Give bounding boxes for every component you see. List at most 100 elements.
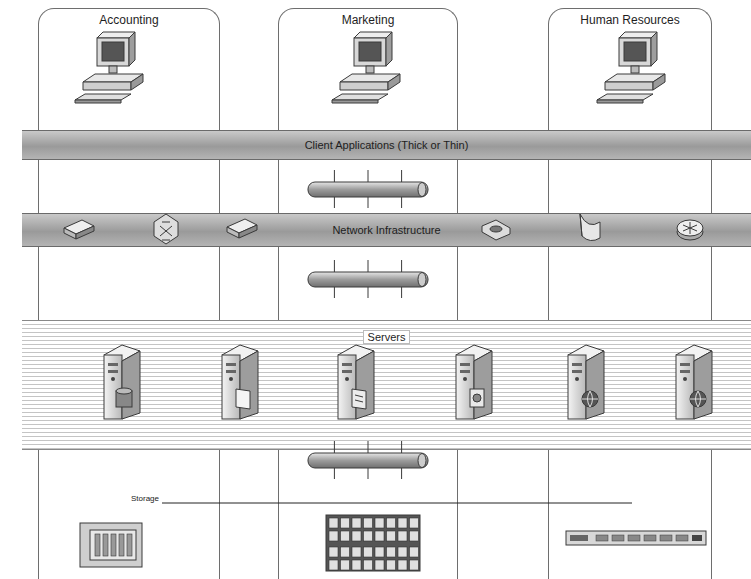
workstation-icon xyxy=(332,94,388,100)
tape-library-icon xyxy=(90,530,136,560)
server-icon xyxy=(690,391,706,407)
server-icon xyxy=(226,370,236,373)
server-icon xyxy=(473,394,481,402)
modem-icon xyxy=(482,220,510,240)
disk-array-icon xyxy=(410,547,419,557)
disk-array-icon xyxy=(352,547,361,557)
workstation-icon xyxy=(605,82,653,90)
disk-array-icon xyxy=(410,518,419,528)
server-icon xyxy=(345,377,349,381)
server-icon xyxy=(470,389,484,407)
workstation-icon xyxy=(388,74,400,90)
modem-icon xyxy=(482,220,510,240)
router-icon xyxy=(683,222,697,234)
router-icon xyxy=(677,220,703,240)
workstation-icon xyxy=(129,32,135,66)
disk-array-icon xyxy=(364,547,373,557)
node-heading: Marketing xyxy=(279,9,457,27)
server-icon xyxy=(108,370,118,373)
node-heading: Human Resources xyxy=(549,9,711,27)
disk-array-icon xyxy=(375,531,384,541)
disk-array-icon xyxy=(341,531,350,541)
disk-array-icon xyxy=(375,560,384,570)
server-icon xyxy=(582,391,598,407)
disk-array-icon xyxy=(375,547,384,557)
tape-library-icon xyxy=(111,534,116,556)
disk-array-icon xyxy=(387,531,396,541)
network-bus xyxy=(308,272,428,287)
workstation-icon xyxy=(366,66,374,73)
disk-array-icon xyxy=(326,515,420,571)
server-icon xyxy=(460,363,470,366)
hub-icon xyxy=(227,219,257,238)
hub-icon xyxy=(64,220,94,239)
server-icon xyxy=(586,351,604,419)
disk-array-icon xyxy=(375,518,384,528)
server-icon xyxy=(229,377,233,381)
rack-storage-icon xyxy=(566,531,706,545)
disk-array-icon xyxy=(398,531,407,541)
server-icon xyxy=(352,389,366,409)
server-icon xyxy=(572,363,582,366)
server-icon xyxy=(690,391,706,407)
disk-array-icon xyxy=(329,531,338,541)
firewall-icon xyxy=(580,214,600,241)
node-heading: Network Infrastructure xyxy=(22,214,751,236)
hub-icon xyxy=(76,226,94,239)
firewall-icon xyxy=(580,214,600,241)
tape-library-icon xyxy=(127,534,132,556)
server-icon xyxy=(575,377,579,381)
disk-array-icon xyxy=(352,560,361,570)
rack-storage-icon xyxy=(596,535,608,541)
disk-array-icon xyxy=(329,547,338,557)
workstation-icon xyxy=(97,38,129,66)
hub-icon xyxy=(227,227,239,238)
workstation-icon xyxy=(619,38,651,66)
rack-storage-icon xyxy=(644,535,656,541)
server-icon xyxy=(104,345,140,419)
server-icon xyxy=(582,391,598,407)
server-icon xyxy=(342,370,352,373)
rack-storage-icon xyxy=(570,535,588,541)
server-icon xyxy=(568,345,604,419)
server-icon xyxy=(683,377,687,381)
workstation-icon xyxy=(332,32,400,103)
server-icon xyxy=(222,355,240,419)
network-bus xyxy=(418,454,426,468)
server-icon xyxy=(463,377,467,381)
disk-array-icon xyxy=(398,560,407,570)
workstation-icon xyxy=(597,32,665,103)
disk-array-icon xyxy=(341,560,350,570)
disk-array-icon xyxy=(387,547,396,557)
server-icon xyxy=(690,391,706,407)
disk-array-icon xyxy=(364,560,373,570)
disk-array-icon xyxy=(341,518,350,528)
disk-array-icon xyxy=(341,547,350,557)
server-icon xyxy=(355,395,363,402)
server-icon xyxy=(222,345,258,419)
workstation-icon xyxy=(83,82,131,90)
network-bus xyxy=(308,441,428,479)
network-bus xyxy=(308,453,428,468)
server-icon xyxy=(104,355,122,419)
workstation-icon xyxy=(332,100,378,103)
server-icon xyxy=(342,363,352,366)
server-icon xyxy=(226,363,236,366)
server-icon xyxy=(680,370,690,373)
server-icon xyxy=(676,355,694,419)
workstation-icon xyxy=(651,32,657,66)
tape-library-icon xyxy=(119,534,124,556)
hub-icon xyxy=(64,228,76,239)
disk-array-icon xyxy=(410,531,419,541)
node-heading: Client Applications (Thick or Thin) xyxy=(22,131,751,151)
disk-array-icon xyxy=(329,560,338,570)
workstation-icon xyxy=(624,42,646,61)
node-heading: Servers xyxy=(363,330,411,344)
server-icon xyxy=(582,391,598,407)
server-icon xyxy=(676,345,712,419)
disk-array-icon xyxy=(364,531,373,541)
server-icon xyxy=(338,355,356,419)
disk-array-icon xyxy=(387,560,396,570)
workstation-icon xyxy=(109,66,117,73)
